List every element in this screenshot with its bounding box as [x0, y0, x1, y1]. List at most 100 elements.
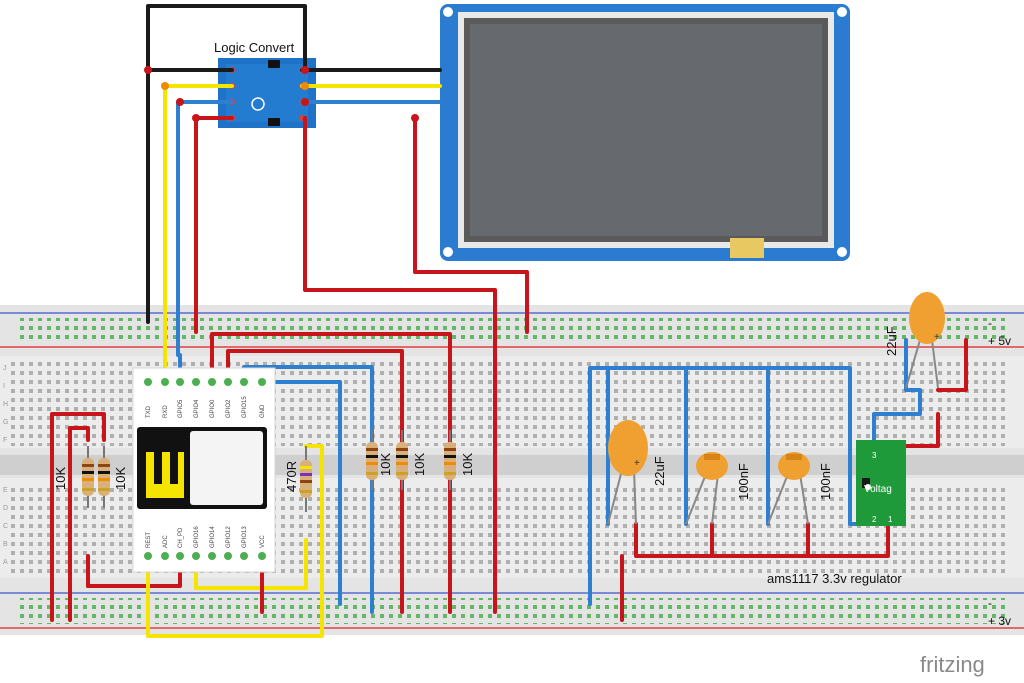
- esp-pin-label-bottom: VCC: [260, 535, 266, 548]
- wire-red-left-a: [50, 412, 106, 622]
- resistor-label-mid-c: 10K: [460, 453, 475, 476]
- esp-pin-pad: [208, 552, 216, 560]
- resistor-label-mid-b: 10K: [412, 453, 427, 476]
- voltage-regulator: [856, 440, 906, 526]
- mount-hole-icon: [443, 7, 453, 17]
- esp-pin-pad: [161, 552, 169, 560]
- esp-pin-label-top: GPIO4: [194, 399, 200, 418]
- svg-text:D: D: [3, 505, 8, 512]
- esp-pin-label-top: RXD: [163, 405, 169, 418]
- svg-text:E: E: [3, 487, 8, 494]
- wire-red-left-b: [68, 426, 90, 622]
- lcd-display: [440, 4, 850, 261]
- esp-pin-pad: [240, 378, 248, 386]
- regulator-pin-2: 2: [872, 515, 877, 524]
- esp-pin-pad: [224, 378, 232, 386]
- wire-blue-gnd: [260, 380, 342, 606]
- esp-pin-pad: [144, 378, 152, 386]
- esp-pin-label-bottom: GPIO16: [194, 526, 200, 548]
- esp-pin-label-bottom: CH_PD: [178, 527, 184, 548]
- wire-red-5v-converter: [303, 116, 497, 614]
- mount-hole-icon: [837, 7, 847, 17]
- antenna-icon: [146, 452, 184, 498]
- svg-text:+: +: [634, 458, 640, 469]
- esp-pin-label-top: GPIO2: [226, 399, 232, 418]
- rail-5v-label: + 5v: [988, 334, 1011, 348]
- wire-black-gnd-left: [146, 4, 307, 324]
- esp-pin-label-bottom: GPIO14: [210, 526, 216, 548]
- mount-hole-icon: [443, 247, 453, 257]
- fritzing-logo: fritzing: [920, 652, 985, 677]
- esp-pin-pad: [144, 552, 152, 560]
- esp-pin-label-bottom: REST: [146, 532, 152, 548]
- resistor-label-left-b: 10K: [113, 467, 128, 490]
- resistor-mid-c: [444, 430, 456, 490]
- rail-minus-top: -: [988, 316, 992, 330]
- resistor-left-a: [82, 446, 94, 508]
- svg-text:G: G: [3, 419, 8, 426]
- resistor-470r: [300, 446, 312, 512]
- mount-hole-icon: [837, 247, 847, 257]
- esp-pin-pad: [224, 552, 232, 560]
- cap-label-22uf-left: 22uF: [652, 456, 667, 486]
- regulator-chip-label: Voltag: [864, 484, 892, 495]
- esp-pin-pad: [240, 552, 248, 560]
- capacitors: + +: [607, 292, 945, 525]
- esp-pin-pad: [176, 552, 184, 560]
- esp-pin-label-bottom: ADC: [163, 535, 169, 548]
- wires: [50, 4, 968, 638]
- wire-red-lcd-5v: [413, 116, 529, 334]
- esp8266-module: TXD RXD GPIO5 GPIO4 GPIO0 GPIO2 GPIO15 GND REST…: [132, 367, 276, 573]
- esp-pin-label-top: TXD: [146, 405, 152, 418]
- wire-red-3v-out: [634, 522, 890, 558]
- logic-convert-label: Logic Convert: [214, 40, 295, 55]
- esp-pin-label-top: GPIO5: [178, 399, 184, 418]
- regulator-pin-3: 3: [872, 451, 877, 460]
- capacitor-22uf-left: +: [607, 420, 648, 525]
- svg-text:+: +: [934, 332, 940, 343]
- regulator-pin-1: 1: [888, 515, 893, 524]
- esp-pin-pad: [258, 552, 266, 560]
- wire-red-3v3: [194, 116, 234, 334]
- esp-pin-label-top: GND: [260, 404, 266, 418]
- lcd-flex-connector: [730, 238, 764, 258]
- wire-endpoints: [144, 66, 419, 122]
- svg-text:F: F: [3, 437, 7, 444]
- wire-yellow-rest: [146, 444, 324, 638]
- regulator-label: ams1117 3.3v regulator: [767, 571, 902, 586]
- wire-blue-reg-in: [872, 338, 922, 448]
- cap-label-100nf-b: 100nF: [818, 463, 833, 500]
- esp-pin-pad: [192, 552, 200, 560]
- resistors: [82, 430, 456, 512]
- svg-text:H: H: [3, 401, 8, 408]
- esp-pin-label-top: GPIO0: [210, 399, 216, 418]
- resistor-label-mid-a: 10K: [378, 453, 393, 476]
- esp-pin-label-bottom: GPIO13: [242, 526, 248, 548]
- resistor-left-b: [98, 446, 110, 508]
- svg-text:C: C: [3, 523, 8, 530]
- logic-converter: [218, 58, 316, 128]
- capacitor-100nf-a: [685, 452, 728, 525]
- wire-blue-gpio4: [176, 100, 234, 382]
- resistor-mid-b: [396, 430, 408, 490]
- capacitor-22uf-top: +: [905, 292, 945, 389]
- rail-3v-label: + 3v: [988, 614, 1011, 628]
- esp-pin-pad: [161, 378, 169, 386]
- esp-pin-label-top: GPIO15: [242, 396, 248, 418]
- resistor-label-470r: 470R: [284, 461, 299, 492]
- svg-text:B: B: [3, 541, 8, 548]
- svg-text:J: J: [3, 365, 7, 372]
- resistor-label-left-a: 10K: [53, 467, 68, 490]
- svg-text:A: A: [3, 559, 8, 566]
- wire-red-5v-rail: [936, 338, 968, 392]
- rail-minus-bottom: -: [988, 596, 992, 610]
- resistor-mid-a: [366, 430, 378, 490]
- esp-pin-pad: [176, 378, 184, 386]
- cap-label-100nf-a: 100nF: [736, 463, 751, 500]
- esp-pin-pad: [192, 378, 200, 386]
- capacitor-100nf-b: [767, 452, 810, 525]
- cap-label-22uf-top: 22uF: [884, 326, 899, 356]
- esp-pin-pad: [208, 378, 216, 386]
- esp-pin-label-bottom: GPIO12: [226, 526, 232, 548]
